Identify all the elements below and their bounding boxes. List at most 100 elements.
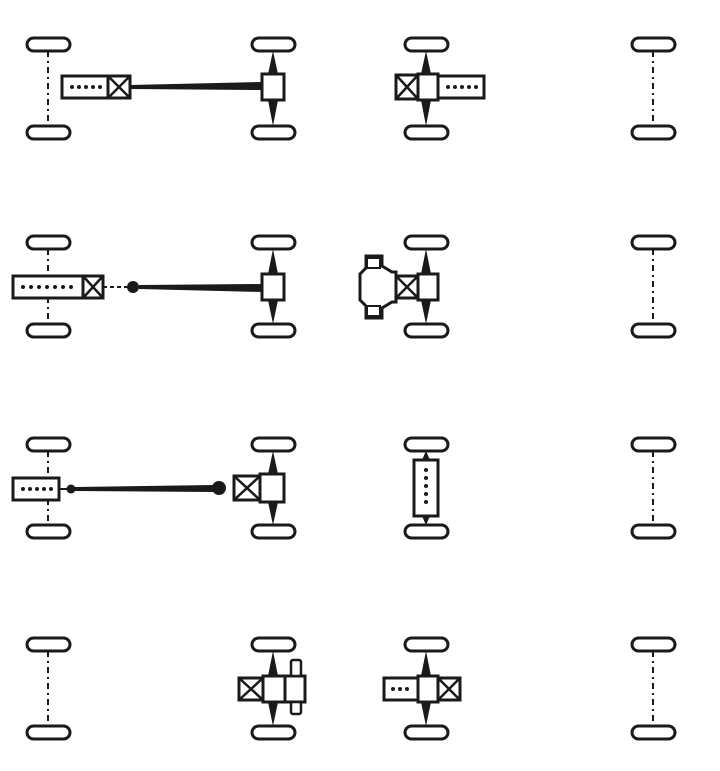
engine-cylinders xyxy=(21,487,53,491)
engine-cylinders xyxy=(424,468,428,504)
front-right-wheel xyxy=(25,322,72,339)
rear-axle xyxy=(250,36,297,141)
row-3-right-vehicle xyxy=(403,436,677,540)
rear-left-wheel xyxy=(250,234,297,251)
rear-right-wheel xyxy=(403,724,450,741)
rear-right-wheel xyxy=(403,523,450,540)
rear-right-wheel xyxy=(250,523,297,540)
halfshaft-up xyxy=(268,651,278,676)
row-1-left-vehicle xyxy=(25,36,297,141)
rear-left-wheel xyxy=(250,436,297,453)
front-right-wheel xyxy=(630,322,677,339)
transverse-engine xyxy=(283,674,307,704)
gearbox-box xyxy=(394,274,420,300)
engine-cylinders xyxy=(391,687,409,691)
engine-cylinder-down xyxy=(289,700,303,716)
front-right-wheel xyxy=(25,724,72,741)
row-1-right-vehicle xyxy=(394,36,677,141)
halfshaft-down xyxy=(268,100,278,126)
rear-axle xyxy=(403,636,450,741)
boxer-cylinder-bottom xyxy=(366,305,381,317)
front-left-wheel xyxy=(630,36,677,53)
rear-left-wheel xyxy=(403,436,450,453)
universal-joint xyxy=(127,281,139,293)
rear-axle xyxy=(403,36,450,141)
row-2-right-vehicle xyxy=(358,234,677,339)
front-left-wheel xyxy=(25,36,72,53)
propeller-shaft xyxy=(130,82,262,90)
halfshaft-up xyxy=(421,51,431,74)
universal-joint-rear xyxy=(212,481,226,495)
propeller-shaft xyxy=(139,284,262,292)
gearbox-box xyxy=(81,274,105,300)
halfshaft-down xyxy=(268,300,278,324)
gearbox-box xyxy=(436,676,462,702)
front-axle xyxy=(630,436,677,540)
rear-left-wheel xyxy=(403,636,450,653)
halfshaft-down xyxy=(421,300,431,324)
gearbox-box xyxy=(106,74,132,100)
front-axle xyxy=(25,36,72,141)
front-right-wheel xyxy=(630,124,677,141)
front-right-wheel xyxy=(25,124,72,141)
front-right-wheel xyxy=(25,523,72,540)
engine-cylinder-up xyxy=(289,658,303,678)
row-4-left-vehicle xyxy=(25,636,307,741)
differential xyxy=(258,472,286,504)
rear-axle xyxy=(250,436,297,540)
front-right-wheel xyxy=(630,523,677,540)
rear-right-wheel xyxy=(403,124,450,141)
gearbox-box xyxy=(232,474,262,502)
halfshaft-up xyxy=(268,451,278,474)
differential xyxy=(261,674,287,704)
engine-cylinders xyxy=(446,85,478,89)
front-left-wheel xyxy=(630,636,677,653)
front-axle xyxy=(630,36,677,141)
rear-left-wheel xyxy=(403,36,450,53)
halfshaft-up xyxy=(421,249,431,274)
halfshaft-up xyxy=(421,651,431,676)
row-2-left-vehicle xyxy=(11,234,297,339)
front-left-wheel xyxy=(25,436,72,453)
halfshaft-up xyxy=(268,249,278,274)
front-left-wheel xyxy=(630,234,677,251)
rear-axle xyxy=(403,234,450,339)
row-4 xyxy=(25,636,677,741)
rear-left-wheel xyxy=(403,234,450,251)
boxer-cylinder-top xyxy=(366,257,381,269)
engine-cylinders xyxy=(70,85,102,89)
differential xyxy=(260,272,286,302)
front-left-wheel xyxy=(25,234,72,251)
front-right-wheel xyxy=(630,724,677,741)
differential xyxy=(260,72,286,102)
rear-right-wheel xyxy=(250,322,297,339)
front-left-wheel xyxy=(25,636,72,653)
row-2 xyxy=(11,234,677,339)
halfshaft-down xyxy=(268,502,278,525)
rear-right-wheel xyxy=(250,724,297,741)
rear-left-wheel xyxy=(250,636,297,653)
halfshaft-down xyxy=(421,100,431,126)
front-axle xyxy=(630,636,677,741)
halfshaft-up xyxy=(268,51,278,74)
halfshaft-down xyxy=(268,702,278,726)
row-4-right-vehicle xyxy=(382,636,677,741)
propeller-shaft xyxy=(75,485,214,492)
engine-cylinders xyxy=(21,285,73,289)
gearbox-box xyxy=(394,73,420,101)
row-3-left-vehicle xyxy=(11,436,297,540)
boxer-engine xyxy=(358,254,398,320)
front-left-wheel xyxy=(630,436,677,453)
rear-left-wheel xyxy=(250,36,297,53)
front-axle xyxy=(25,636,72,741)
row-1 xyxy=(25,36,677,141)
differential xyxy=(416,674,440,704)
differential xyxy=(416,72,440,102)
rear-right-wheel xyxy=(250,124,297,141)
gearbox-box xyxy=(237,676,265,702)
row-3 xyxy=(11,436,677,540)
front-axle xyxy=(630,234,677,339)
differential xyxy=(416,272,440,302)
